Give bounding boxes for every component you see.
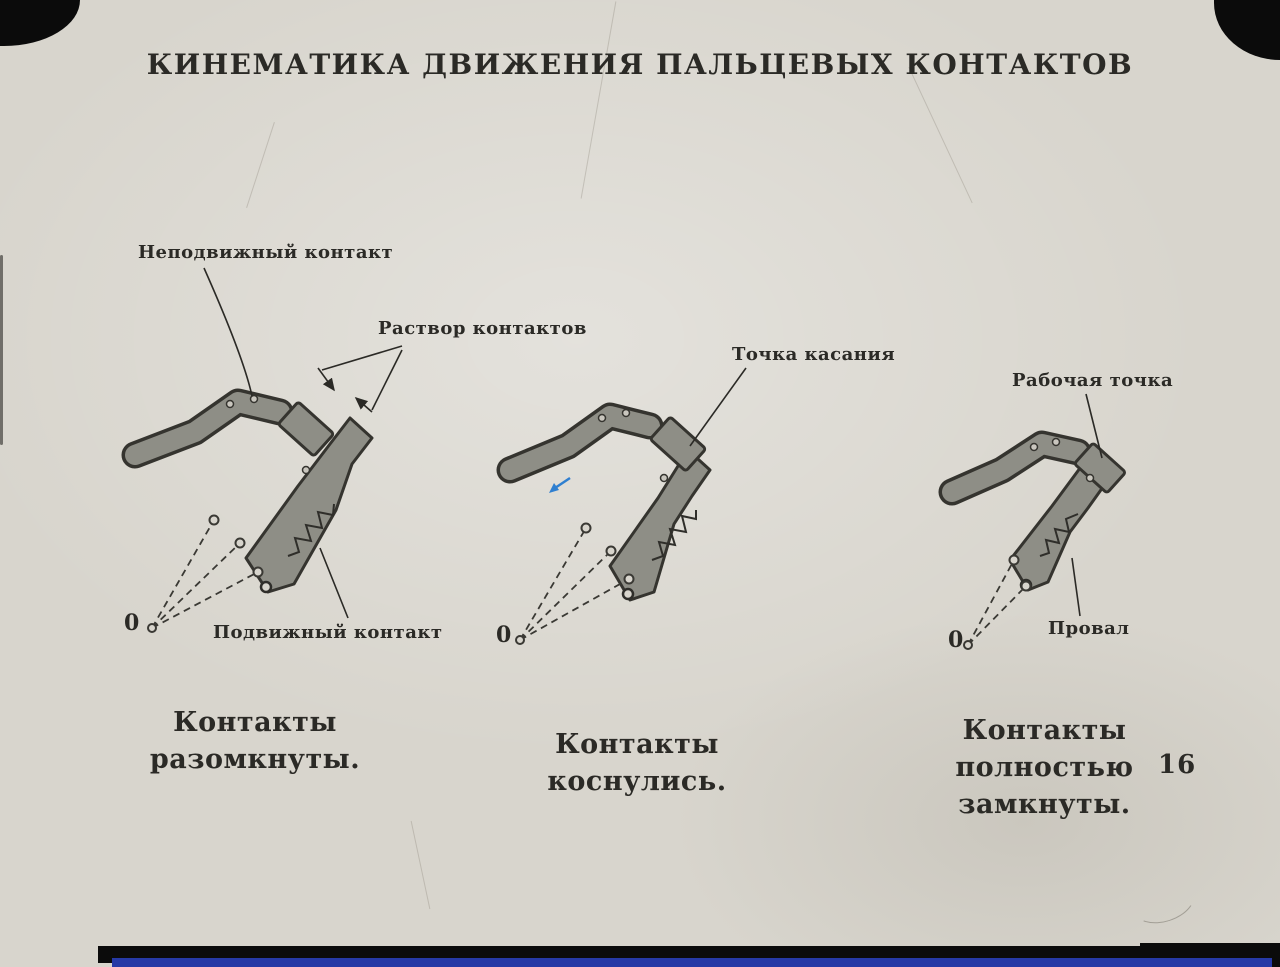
figure-contacts-touched xyxy=(496,367,747,645)
leader-gap-lower xyxy=(371,349,403,411)
caption-contacts-open: Контакты разомкнуты. xyxy=(95,704,415,778)
label-overtravel: Провал xyxy=(1048,618,1130,639)
leader-touch-point xyxy=(689,367,747,447)
origin-point xyxy=(147,623,157,633)
leader-overtravel xyxy=(1071,557,1081,617)
origin-point xyxy=(963,640,973,650)
label-contact-gap: Раствор контактов xyxy=(378,318,587,339)
label-moving-contact: Подвижный контакт xyxy=(213,622,443,643)
travel-dashed-lines xyxy=(515,522,635,645)
caption-line: Контакты полностью xyxy=(955,715,1134,783)
leader-fixed-contact xyxy=(203,267,253,397)
fixed-contact-shape xyxy=(121,388,335,475)
moving-contact-shape xyxy=(608,448,712,602)
leader-lines-touched xyxy=(689,367,747,447)
leader-gap-upper xyxy=(321,345,403,371)
fixed-contact-head xyxy=(277,401,335,457)
pivot-circle xyxy=(621,587,635,601)
label-fixed-contact: Неподвижный контакт xyxy=(138,242,394,263)
origin-label-touched: 0 xyxy=(496,622,512,648)
slide-title: КИНЕМАТИКА ДВИЖЕНИЯ ПАЛЬЦЕВЫХ КОНТАКТОВ xyxy=(146,48,1134,81)
travel-dashed-lines xyxy=(963,554,1032,650)
contact-spring xyxy=(1039,513,1079,557)
gap-arrow-upper xyxy=(317,367,335,392)
caption-line: замкнуты. xyxy=(958,789,1131,820)
pivot-circle xyxy=(259,580,273,594)
leader-lines-closed xyxy=(1071,393,1103,617)
origin-point xyxy=(515,635,525,645)
label-touch-point: Точка касания xyxy=(732,344,896,365)
origin-label-closed: 0 xyxy=(948,627,964,653)
leader-working-point xyxy=(1085,393,1103,459)
caption-line: разомкнуты. xyxy=(149,744,361,775)
origin-label-open: 0 xyxy=(124,610,140,636)
figure-contacts-open xyxy=(121,267,403,633)
caption-contacts-touched: Контакты коснулись. xyxy=(462,726,812,800)
film-blue-stripe xyxy=(112,958,1272,967)
travel-dashed-lines xyxy=(147,514,264,633)
page-number: 16 xyxy=(1158,750,1197,780)
figure-contacts-closed xyxy=(938,393,1126,650)
blue-pen-mark xyxy=(549,476,571,493)
leader-lines-open xyxy=(203,267,403,619)
contact-spring xyxy=(287,503,335,557)
contact-spring xyxy=(651,510,697,561)
moving-contact-shape xyxy=(244,416,374,594)
leader-moving-contact xyxy=(319,547,349,619)
fixed-contact-shape xyxy=(938,430,1126,506)
fixed-contact-head xyxy=(649,416,707,472)
fixed-contact-shape xyxy=(496,402,707,484)
film-edge-left xyxy=(0,255,3,445)
caption-line: Контакты xyxy=(173,707,337,738)
caption-contacts-closed: Контакты полностью замкнуты. xyxy=(872,712,1217,823)
caption-line: Контакты коснулись. xyxy=(547,729,727,797)
label-working-point: Рабочая точка xyxy=(1012,370,1174,391)
gap-arrow-lower xyxy=(354,396,373,413)
